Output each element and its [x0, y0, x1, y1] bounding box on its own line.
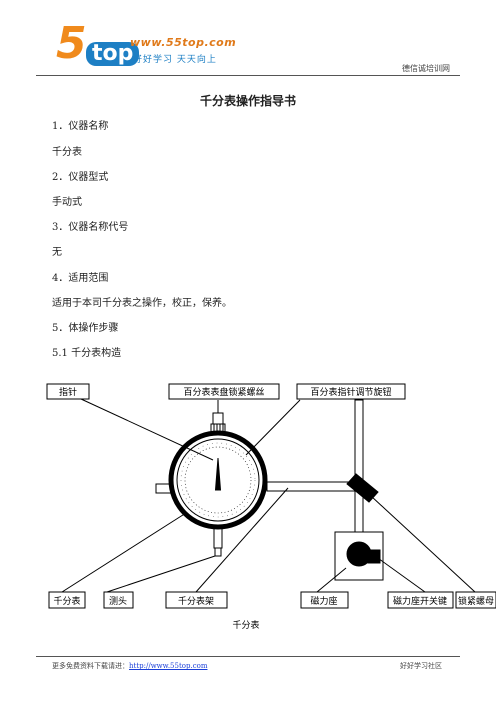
paragraph: 千分表: [52, 147, 82, 158]
subsection-heading: 5.1 千分表构造: [52, 348, 122, 359]
label-box-magnetic-base: [300, 591, 349, 609]
label-gauge: 千分表: [53, 595, 80, 607]
leader-gauge-stand: [195, 487, 289, 593]
logo-url: www.55top.com: [130, 36, 237, 49]
magnet-switch-knob: [346, 541, 372, 567]
leader-adjust-knob: [245, 399, 301, 456]
label-magnet-switch: 磁力座开关键: [393, 595, 447, 607]
gauge-pointer: [214, 457, 222, 491]
stand-rod: [354, 399, 364, 533]
footer-text: 更多免费资料下载请进：: [52, 662, 129, 670]
label-box-lock-nut: [455, 591, 496, 609]
paragraph: 手动式: [52, 197, 82, 208]
footer-download-note: 更多免费资料下载请进：http://www.55top.com: [52, 661, 207, 671]
label-probe: 测头: [109, 596, 127, 607]
logo-number: 5: [56, 18, 87, 69]
header-site-name: 德信诚培训网: [402, 64, 450, 73]
section-heading: 4．适用范围: [52, 273, 109, 284]
leader-pointer: [80, 398, 214, 461]
label-box-probe: [103, 591, 134, 609]
label-box-gauge-stand: [165, 591, 228, 609]
gauge-scale-ticks: [184, 446, 252, 514]
probe-tip: [214, 547, 222, 557]
paragraph: 适用于本司千分表之操作，校正，保养。: [52, 298, 232, 309]
footer-community: 好好学习社区: [400, 662, 442, 670]
footer-divider: [36, 656, 460, 657]
label-bezel-screw: 百分表表盘锁紧螺丝: [183, 386, 264, 398]
leader-lock-nut: [370, 495, 476, 593]
paragraph: 无: [52, 247, 62, 258]
leader-magnet-switch: [374, 555, 426, 593]
logo-word: top: [86, 42, 140, 66]
label-box-gauge: [48, 591, 86, 609]
leader-gauge: [61, 512, 187, 593]
label-pointer: 指针: [59, 386, 77, 398]
section-heading: 5．体操作步骤: [52, 323, 119, 334]
document-title: 千分表操作指导书: [199, 94, 296, 108]
label-box-bezel-screw: [168, 383, 280, 400]
label-box-adjust-knob: [296, 383, 406, 400]
section-heading: 2．仪器型式: [52, 172, 109, 183]
diagram-caption: 千分表: [232, 619, 259, 631]
label-lock-nut: 锁紧螺母: [458, 595, 494, 607]
header-divider: [36, 75, 460, 76]
gauge-stem-bottom: [213, 527, 223, 549]
footer-link[interactable]: http://www.55top.com: [129, 662, 208, 670]
leader-probe: [106, 555, 216, 593]
logo-slogan: 好好学习 天天向上: [133, 55, 217, 65]
label-adjust-knob: 百分表指针调节旋钮: [310, 386, 391, 398]
section-heading: 3．仪器名称代号: [52, 222, 129, 233]
label-gauge-stand: 千分表架: [178, 595, 214, 607]
label-magnetic-base: 磁力座: [310, 595, 337, 607]
lock-nut-shape: [346, 473, 379, 503]
gauge-dial-face: [176, 438, 260, 522]
label-box-pointer: [46, 383, 90, 400]
leader-magnetic-base: [316, 567, 347, 593]
section-heading: 1．仪器名称: [52, 121, 109, 132]
gauge-scale-numbers: [180, 442, 256, 518]
label-box-magnet-switch: [387, 591, 454, 609]
